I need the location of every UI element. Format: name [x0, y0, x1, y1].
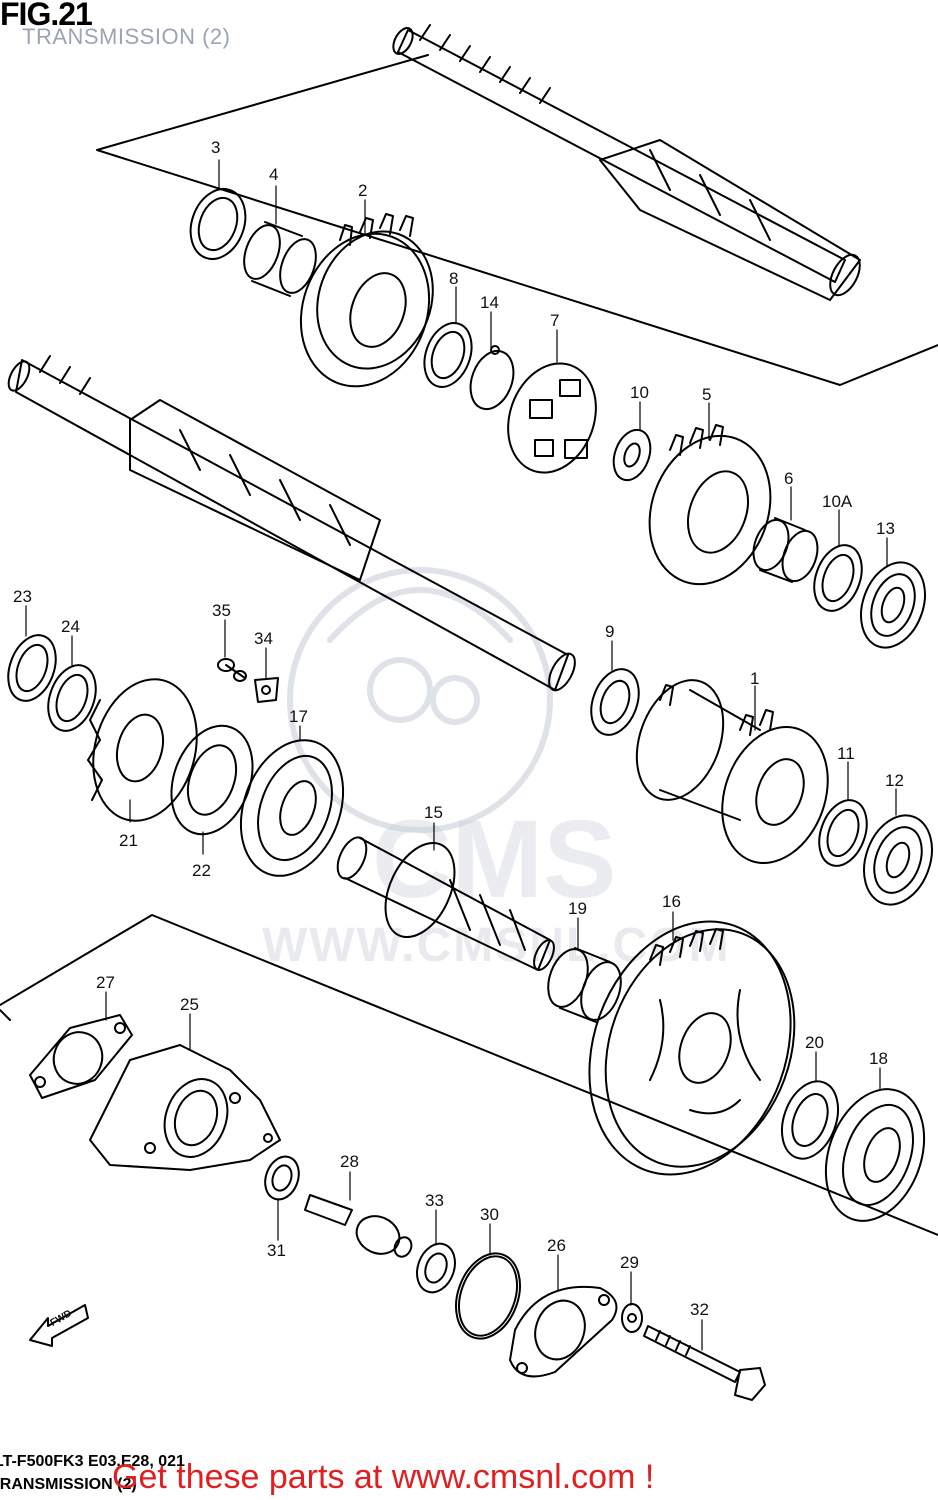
part-label-10A: 10A [822, 492, 853, 511]
part-25-case [89, 1044, 281, 1171]
part-35-bolt [217, 658, 247, 682]
part-label-9: 9 [605, 622, 615, 641]
part-label-28: 28 [340, 1152, 359, 1171]
part-6-bushing [752, 517, 819, 583]
part-label-12: 12 [885, 771, 904, 790]
part-23-oil-seal [7, 634, 57, 702]
fwd-arrow-icon [29, 1304, 89, 1347]
figure-subtitle: TRANSMISSION (2) [22, 24, 231, 49]
part-20-shim [780, 1080, 840, 1160]
leader-lines [25, 159, 897, 1351]
part-33-bearing [416, 1242, 456, 1294]
part-label-14: 14 [480, 293, 499, 312]
part-label-15: 15 [424, 803, 443, 822]
part-11-washer [818, 799, 868, 867]
part-10A-washer [813, 544, 863, 612]
part-label-23: 23 [13, 587, 32, 606]
part-22-shim [170, 724, 254, 836]
part-29-washer [621, 1303, 643, 1333]
part-7-dog [507, 362, 597, 474]
part-31-oil-seal [264, 1155, 300, 1201]
footer-section-title: TRANSMISSION (2) [0, 1476, 137, 1493]
part-label-25: 25 [180, 995, 199, 1014]
watermark-url: WWW.CMSNL.COM [262, 919, 731, 972]
watermark-mascot [287, 567, 553, 833]
part-label-29: 29 [620, 1253, 639, 1272]
footer-model-code: LT-F500FK3 E03,E28, 021 [0, 1453, 185, 1470]
part-4-bushing [243, 221, 317, 297]
part-label-26: 26 [547, 1236, 566, 1255]
part-26-cap [509, 1286, 618, 1378]
part-32-bolt [643, 1325, 766, 1401]
part-30-oring [455, 1252, 521, 1340]
figure-number: FIG.21 [0, 0, 93, 32]
part-label-20: 20 [805, 1033, 824, 1052]
part-label-18: 18 [869, 1049, 888, 1068]
part-12-bearing [863, 814, 933, 906]
part-label-8: 8 [449, 269, 459, 288]
part-label-21: 21 [119, 831, 138, 850]
upper-shaft [392, 24, 861, 301]
part-9-washer [590, 668, 640, 736]
part-16-gear [588, 920, 796, 1176]
part-17-bearing [239, 739, 345, 877]
part-label-10: 10 [630, 383, 649, 402]
part-27-gasket [29, 1014, 133, 1099]
watermark-brand: CMS [372, 798, 617, 921]
part-8-washer [423, 322, 473, 388]
part-label-32: 32 [690, 1300, 709, 1319]
part-label-3: 3 [211, 138, 221, 157]
part-15-drive-shaft [336, 836, 555, 971]
part-label-16: 16 [662, 892, 681, 911]
panel-box-lower [0, 914, 938, 1236]
part-label-33: 33 [425, 1191, 444, 1210]
part-label-24: 24 [61, 617, 80, 636]
part-2-gear [299, 213, 434, 388]
part-label-6: 6 [784, 469, 794, 488]
part-label-19: 19 [568, 899, 587, 918]
part-13-bearing [860, 561, 926, 649]
part-label-34: 34 [254, 629, 273, 648]
part-10-washer [612, 428, 652, 482]
part-5-gear [648, 424, 772, 586]
part-21-bevel-gear [87, 678, 198, 822]
part-24-washer [47, 664, 97, 732]
part-label-31: 31 [267, 1241, 286, 1260]
get-parts-link[interactable]: Get these parts at www.cmsnl.com ! [112, 1458, 655, 1496]
part-18-bearing [824, 1088, 926, 1222]
part-label-30: 30 [480, 1205, 499, 1224]
part-label-17: 17 [289, 707, 308, 726]
part-label-1: 1 [750, 669, 760, 688]
panel-box-upper [96, 54, 938, 386]
part-1-gear [635, 679, 829, 864]
main-shaft [7, 355, 576, 692]
part-label-4: 4 [269, 165, 279, 184]
part-label-7: 7 [550, 311, 560, 330]
part-label-5: 5 [702, 385, 712, 404]
part-28-pinion-shaft [304, 1194, 413, 1258]
part-34-washer [254, 677, 279, 703]
part-3-ring [189, 188, 247, 260]
part-label-22: 22 [192, 861, 211, 880]
part-label-2: 2 [358, 181, 368, 200]
part-label-13: 13 [876, 519, 895, 538]
part-label-11: 11 [837, 744, 855, 763]
part-label-35: 35 [212, 601, 231, 620]
part-label-27: 27 [96, 973, 115, 992]
